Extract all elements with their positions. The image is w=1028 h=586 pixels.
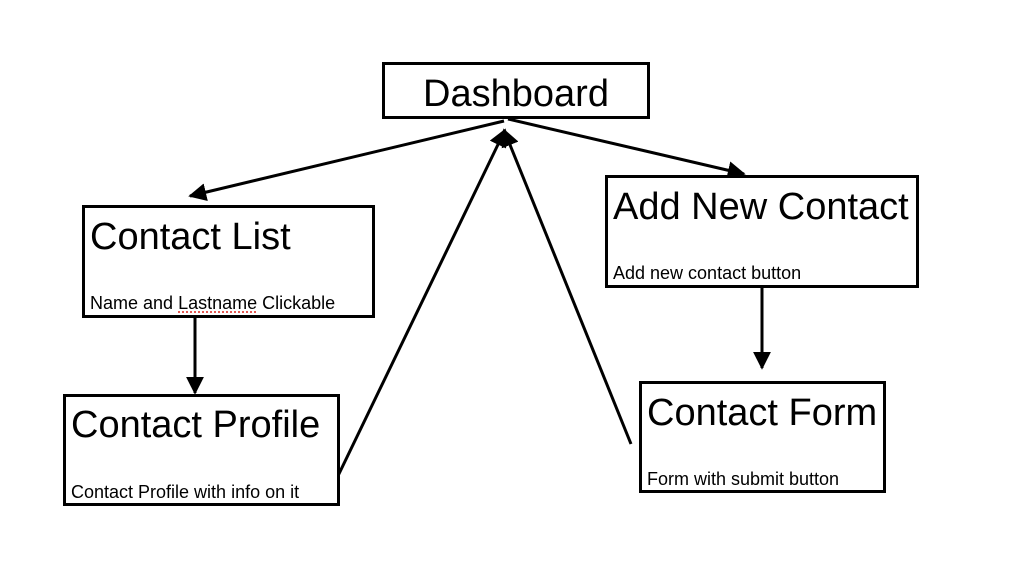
node-contact-form-desc: Form with submit button	[647, 469, 840, 489]
spellcheck-word: Lastname	[178, 293, 258, 313]
node-add-new-contact-desc: Add new contact button	[613, 263, 802, 283]
edge-dashboard-to-contact-list	[188, 119, 505, 201]
edge-contact-profile-to-dashboard	[334, 128, 507, 481]
node-contact-list-desc: Name and Lastname Clickable	[90, 294, 335, 312]
node-contact-list-title: Contact List	[90, 216, 291, 258]
node-add-new-contact: Add New Contact Add new contact button	[605, 175, 919, 288]
node-contact-profile-desc: Contact Profile with info on it	[71, 482, 300, 502]
node-contact-form: Contact Form Form with submit button	[639, 381, 886, 493]
node-contact-form-title: Contact Form	[647, 392, 878, 434]
node-contact-profile-title: Contact Profile	[71, 404, 321, 446]
node-contact-list-desc-part3: Clickable	[257, 293, 336, 313]
node-contact-list-desc-part1: Name and	[90, 293, 179, 313]
node-add-new-contact-title: Add New Contact	[613, 186, 909, 228]
node-contact-profile: Contact Profile Contact Profile with inf…	[63, 394, 340, 506]
node-contact-list: Contact List Name and Lastname Clickable	[82, 205, 375, 318]
edge-dashboard-to-add-new-contact	[507, 117, 746, 180]
node-dashboard-title: Dashboard	[423, 73, 609, 115]
node-dashboard: Dashboard	[382, 62, 650, 119]
edge-contact-form-to-dashboard	[501, 128, 633, 445]
